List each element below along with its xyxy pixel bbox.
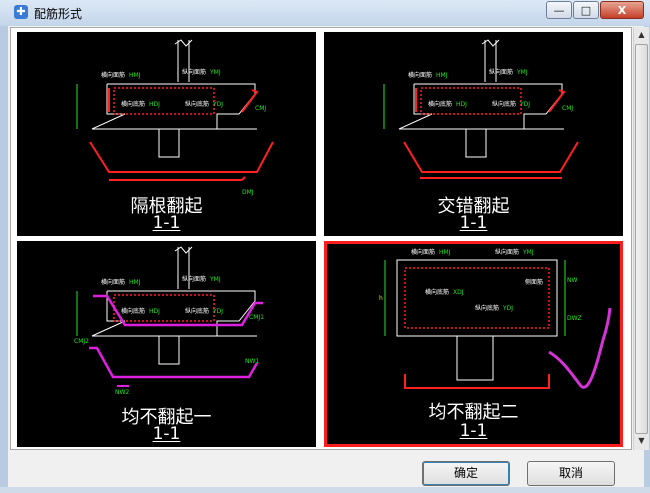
p4-label-code-ymj: YMJ [522, 249, 534, 256]
p2-label-bot-long: 纵向底筋 [492, 100, 516, 108]
scroll-up-icon[interactable]: ▲ [638, 30, 645, 39]
label-bot-trans: 横向底筋 [121, 100, 145, 108]
cancel-button[interactable]: 取消 [527, 461, 615, 486]
option-1-section: 1-1 [152, 213, 181, 233]
option-3-drawing: 横向面筋 HMJ 纵向面筋 YMJ 横向底筋 HDJ 纵向底筋 YDJ CMJ2… [74, 246, 264, 396]
title-bar[interactable]: ✚ 配筋形式 — □ X [0, 0, 650, 26]
p3-label-code-cmj1: CMJ1 [249, 314, 264, 321]
p2-label-code-ymj: YMJ [516, 69, 528, 76]
p3-label-bot-long: 纵向底筋 [185, 307, 209, 315]
p4-label-code-ydj: YDJ [502, 305, 513, 312]
p3-label-top-trans: 横向面筋 [101, 278, 125, 286]
option-2-section: 1-1 [459, 213, 488, 233]
option-4-caption: 均不翻起二 [428, 402, 519, 423]
p3-label-code-hmj: HMJ [129, 279, 141, 286]
p3-label-code-nw1: NW1 [245, 358, 259, 365]
p3-label-code-ydj: YDJ [212, 308, 223, 315]
option-1-drawing: 横向面筋 HMJ 纵向面筋 YMJ 横向底筋 HDJ 纵向底筋 YDJ CMJ … [76, 39, 274, 196]
p4-label-code-dwz: DWZ [567, 315, 582, 322]
p4-label-bot-long: 纵向底筋 [475, 304, 499, 312]
dialog-icon: ✚ [14, 5, 28, 19]
p2-label-code-cmj: CMJ [562, 105, 573, 112]
label-top-long: 纵向面筋 [182, 68, 206, 76]
option-3-caption: 均不翻起一 [121, 407, 212, 428]
scroll-thumb[interactable] [635, 44, 648, 434]
label-code-cmj: CMJ [255, 105, 266, 112]
scroll-down-icon[interactable]: ▼ [638, 436, 645, 445]
p3-label-bot-trans: 横向底筋 [121, 307, 145, 315]
p4-label-code-hmj: HMJ [439, 249, 451, 256]
option-4-section: 1-1 [459, 421, 488, 441]
vertical-scrollbar[interactable]: ▲ ▼ [633, 27, 649, 450]
p3-label-code-ymj: YMJ [209, 276, 221, 283]
p4-label-top-trans: 横向面筋 [411, 248, 435, 256]
label-bot-long: 纵向底筋 [185, 100, 209, 108]
option-1-caption: 隔根翻起 [130, 196, 203, 217]
label-code-ydj: YDJ [212, 101, 223, 108]
option-2-caption: 交错翻起 [437, 196, 510, 217]
p4-label-code-nw: NW [567, 277, 577, 284]
option-3-section: 1-1 [152, 424, 181, 444]
p4-label-code-xdj: XDJ [453, 289, 464, 296]
p2-label-code-ydj: YDJ [519, 101, 530, 108]
p3-label-code-nw2: NW2 [115, 389, 129, 396]
p4-label-top-long: 纵向面筋 [495, 248, 519, 256]
ok-button[interactable]: 确定 [422, 461, 510, 486]
p4-label-side-bar: 侧面筋 [525, 278, 543, 286]
option-panel-2[interactable]: 横向面筋 HMJ 纵向面筋 YMJ 横向底筋 HDJ 纵向底筋 YDJ CMJ … [324, 32, 623, 236]
p3-label-top-long: 纵向面筋 [182, 275, 206, 283]
close-button[interactable]: X [600, 1, 644, 19]
p3-label-code-hdj: HDJ [149, 308, 160, 315]
minimize-button[interactable]: — [546, 1, 572, 19]
p2-label-top-long: 纵向面筋 [489, 68, 513, 76]
label-code-hdj: HDJ [149, 101, 160, 108]
option-panel-1[interactable]: 横向面筋 HMJ 纵向面筋 YMJ 横向底筋 HDJ 纵向底筋 YDJ CMJ … [17, 32, 316, 236]
option-2-drawing: 横向面筋 HMJ 纵向面筋 YMJ 横向底筋 HDJ 纵向底筋 YDJ CMJ [383, 39, 579, 179]
option-panel-3[interactable]: 横向面筋 HMJ 纵向面筋 YMJ 横向底筋 HDJ 纵向底筋 YDJ CMJ2… [17, 241, 316, 447]
p2-label-code-hmj: HMJ [436, 72, 448, 79]
p4-label-code-h: h [379, 295, 383, 302]
p2-label-bot-trans: 横向底筋 [428, 100, 452, 108]
p2-label-top-trans: 横向面筋 [408, 71, 432, 79]
maximize-button[interactable]: □ [573, 1, 599, 19]
window-left-border [0, 26, 8, 487]
option-gallery: 横向面筋 HMJ 纵向面筋 YMJ 横向底筋 HDJ 纵向底筋 YDJ CMJ … [10, 27, 632, 450]
option-4-drawing: 横向面筋 HMJ 纵向面筋 YMJ 横向底筋 XDJ 纵向底筋 YDJ 侧面筋 … [379, 248, 612, 389]
p3-label-code-cmj2: CMJ2 [74, 338, 89, 345]
option-panel-4[interactable]: 横向面筋 HMJ 纵向面筋 YMJ 横向底筋 XDJ 纵向底筋 YDJ 侧面筋 … [324, 241, 623, 447]
label-code-hmj: HMJ [129, 72, 141, 79]
check-mark [548, 307, 612, 389]
p4-label-bot-trans: 横向底筋 [425, 288, 449, 296]
window-title: 配筋形式 [34, 7, 83, 21]
label-code-ymj: YMJ [209, 69, 221, 76]
p2-label-code-hdj: HDJ [456, 101, 467, 108]
label-top-trans: 横向面筋 [101, 71, 125, 79]
label-code-dmj: DMJ [242, 189, 254, 196]
